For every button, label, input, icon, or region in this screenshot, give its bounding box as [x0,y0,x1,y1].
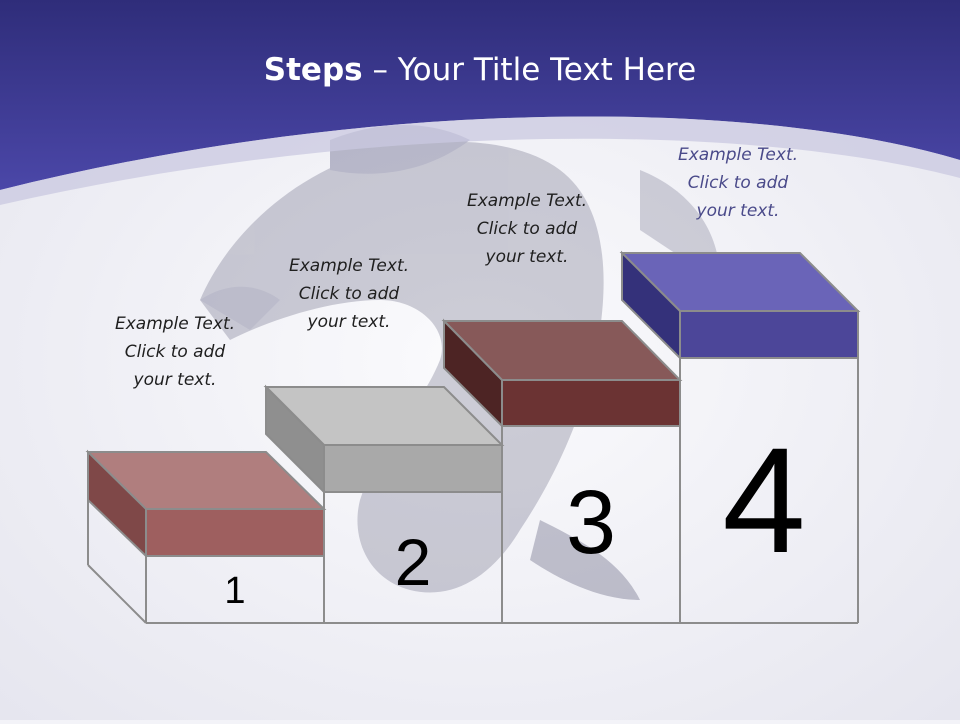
step-4-number: 4 [722,416,806,584]
step-4-block[interactable] [619,250,861,361]
step-3-number: 3 [565,473,617,573]
step-1-caption[interactable]: Example Text. Click to add your text. [80,310,270,394]
header-band [0,0,960,190]
step-1-number: 1 [224,570,246,612]
title-rest: – Your Title Text Here [362,52,697,88]
caption-line: Example Text. [114,314,236,334]
caption-line: Click to add [687,173,789,193]
step-3-caption[interactable]: Example Text. Click to add your text. [432,187,622,271]
caption-line: your text. [307,312,391,332]
caption-line: Example Text. [677,145,799,165]
step-3-block[interactable] [441,318,683,429]
caption-line: your text. [696,201,780,221]
header-swoosh [0,116,960,205]
caption-line: Example Text. [288,256,410,276]
step-1-block[interactable] [85,449,327,559]
step-2-number: 2 [394,525,432,599]
step-2-caption[interactable]: Example Text. Click to add your text. [254,252,444,336]
caption-line: your text. [133,370,217,390]
step-2-block[interactable] [263,384,505,495]
caption-line: your text. [485,247,569,267]
caption-line: Click to add [476,219,578,239]
title-bold: Steps [263,52,363,88]
caption-line: Click to add [124,342,226,362]
slide-title[interactable]: Steps – Your Title Text Here [0,52,960,88]
step-4-caption[interactable]: Example Text. Click to add your text. [643,141,833,225]
caption-line: Example Text. [466,191,588,211]
caption-line: Click to add [298,284,400,304]
